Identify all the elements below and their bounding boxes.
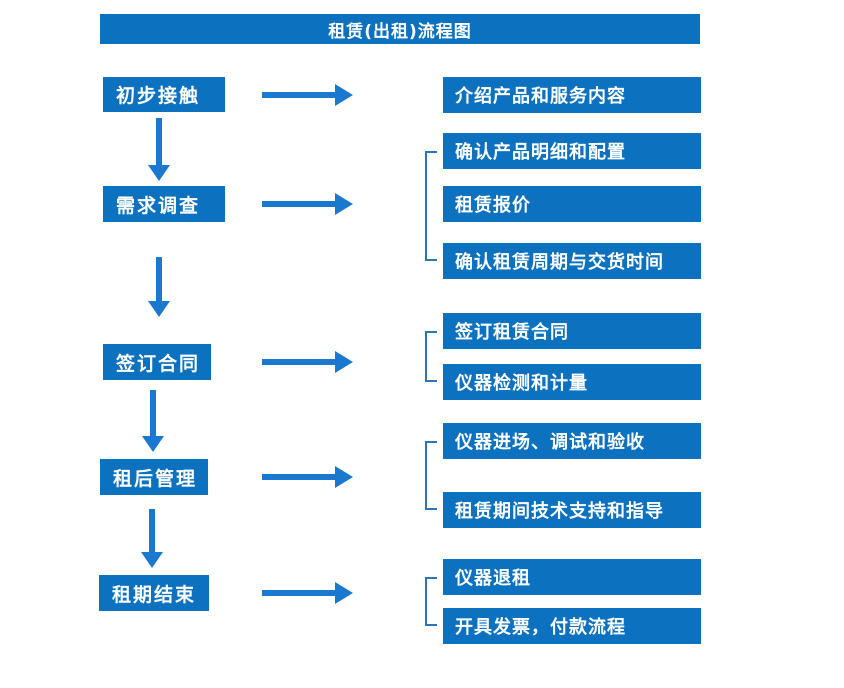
arrow-shaft: [156, 118, 162, 166]
arrow-head: [335, 351, 353, 373]
arrow-head: [335, 84, 353, 106]
flowchart-title: 租赁(出租)流程图: [100, 14, 700, 44]
output-box-confirm-product-details: 确认产品明细和配置: [443, 133, 701, 169]
output-box-sign-rental-contract: 签订租赁合同: [443, 313, 701, 349]
arrow-shaft: [262, 201, 336, 207]
right-arrow-icon: [262, 193, 353, 215]
arrow-shaft: [156, 257, 162, 302]
arrow-shaft: [262, 359, 336, 365]
arrow-shaft: [150, 390, 156, 437]
group-bracket: [425, 441, 437, 510]
down-arrow-icon: [148, 257, 170, 317]
right-arrow-icon: [262, 582, 353, 604]
output-box-confirm-rental-period: 确认租赁周期与交货时间: [443, 243, 701, 279]
step-box-sign-contract: 签订合同: [103, 344, 211, 380]
group-bracket: [425, 331, 437, 382]
right-arrow-icon: [262, 84, 353, 106]
step-box-needs-survey: 需求调查: [103, 186, 225, 222]
output-box-invoice-payment: 开具发票，付款流程: [443, 608, 701, 644]
arrow-shaft: [149, 509, 155, 553]
output-box-instrument-setup-acceptance: 仪器进场、调试和验收: [443, 423, 701, 459]
arrow-head: [148, 301, 170, 317]
arrow-shaft: [262, 474, 336, 480]
right-arrow-icon: [262, 351, 353, 373]
arrow-head: [335, 466, 353, 488]
right-arrow-icon: [262, 466, 353, 488]
step-box-post-rental-management: 租后管理: [100, 459, 208, 495]
arrow-head: [335, 193, 353, 215]
arrow-shaft: [262, 590, 336, 596]
step-box-rental-end: 租期结束: [99, 575, 209, 611]
arrow-head: [335, 582, 353, 604]
group-bracket: [425, 577, 437, 626]
output-box-rental-quotation: 租赁报价: [443, 186, 701, 222]
down-arrow-icon: [142, 390, 164, 452]
output-box-instrument-inspection: 仪器检测和计量: [443, 364, 701, 400]
output-box-technical-support: 租赁期间技术支持和指导: [443, 492, 701, 528]
down-arrow-icon: [141, 509, 163, 568]
group-bracket: [425, 151, 437, 261]
step-box-initial-contact: 初步接触: [103, 77, 225, 112]
output-box-introduce-products: 介绍产品和服务内容: [443, 77, 701, 113]
arrow-head: [141, 552, 163, 568]
down-arrow-icon: [148, 118, 170, 181]
arrow-shaft: [262, 92, 336, 98]
arrow-head: [142, 436, 164, 452]
output-box-instrument-return: 仪器退租: [443, 559, 701, 595]
arrow-head: [148, 165, 170, 181]
